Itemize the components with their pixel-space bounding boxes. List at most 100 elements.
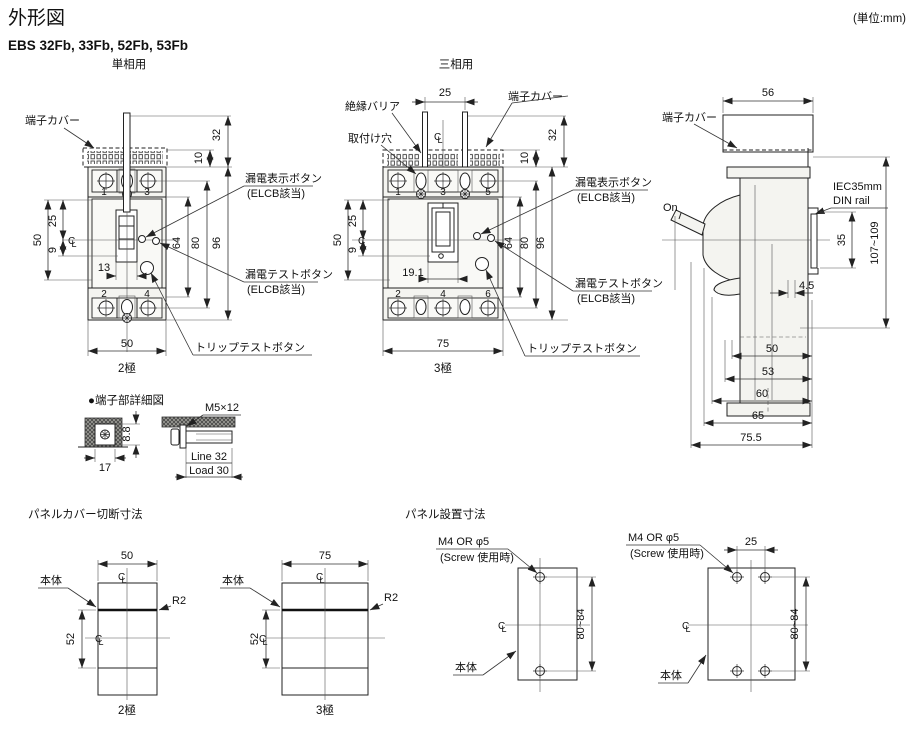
svg-text:L: L (686, 624, 691, 634)
side-view: 56 端子カバー On IEC35mm DIN rail 35 (662, 87, 890, 449)
terminal-number: 6 (485, 289, 491, 300)
model-list: EBS 32Fb, 33Fb, 52Fb, 53Fb (8, 38, 188, 53)
leak-test-label: 漏電テストボタン (245, 268, 333, 281)
pole-count-label: 2極 (118, 361, 136, 375)
body-label: 本体 (660, 668, 682, 682)
terminal-number: 3 (440, 187, 446, 198)
dim-cut-width: 50 (121, 550, 133, 562)
terminal-cover-label: 端子カバー (25, 114, 80, 127)
terminal-number: 2 (395, 289, 401, 300)
svg-text:C: C (434, 132, 441, 143)
leak-indicator-label: 漏電表示ボタン (245, 171, 322, 185)
header: 外形図 EBS 32Fb, 33Fb, 52Fb, 53Fb (単位:mm) 単… (8, 7, 906, 71)
terminal-cover-label: 端子カバー (662, 111, 717, 124)
insulation-barrier (422, 111, 428, 171)
panel-mounting-3p: CL 25 80~84 M4 OR φ5 (Screw 使用時) 本体 (626, 532, 810, 692)
screw-size-label: M5×12 (205, 402, 239, 414)
panel-mounting-2p: CL 80~84 M4 OR φ5 (Screw 使用時) 本体 (436, 536, 596, 692)
dim-cut-width: 75 (319, 550, 331, 562)
dim-handle-32: 32 (211, 129, 223, 141)
toggle-boss (702, 194, 741, 284)
body-label: 本体 (222, 573, 244, 587)
terminal-number: 3 (144, 187, 150, 198)
centerline-symbol: CL (682, 621, 691, 634)
leak-indicator-note: (ELCB該当) (577, 190, 635, 204)
dim-cover-10: 10 (519, 152, 531, 164)
din-rail (810, 213, 818, 269)
leak-test-note: (ELCB該当) (247, 282, 305, 296)
leak-test-button-3p (487, 234, 495, 242)
panel-cutout-heading: パネルカバー切断寸法 (28, 507, 143, 521)
dim-height-64: 64 (503, 237, 515, 249)
leak-test-label: 漏電テストボタン (575, 277, 663, 290)
svg-text:C: C (498, 621, 505, 632)
screw-head (170, 428, 180, 446)
mounting-hole-label: 取付け穴 (348, 131, 392, 145)
svg-text:L: L (99, 637, 104, 647)
svg-text:L: L (502, 624, 507, 634)
leak-indicator-note: (ELCB該当) (247, 186, 305, 200)
dim-cover-10: 10 (193, 152, 205, 164)
svg-text:C: C (316, 572, 323, 583)
pole-count-label: 2極 (118, 703, 136, 717)
dim-height-80: 80 (190, 237, 202, 249)
terminal-number: 4 (440, 289, 446, 300)
unit-note: (単位:mm) (853, 11, 906, 25)
dim-side-25: 25 (347, 215, 359, 227)
dim-rail-depth-45: 4.5 (799, 280, 814, 292)
dim-hole-spacing: 80~84 (575, 609, 587, 640)
body-label: 本体 (455, 660, 477, 674)
dim-side-9: 9 (47, 247, 59, 253)
screw-spec-note: (Screw 使用時) (630, 547, 704, 560)
terminal-number: 4 (144, 289, 150, 300)
leak-indicator-button-2p (138, 235, 146, 243)
dim-depth-65: 65 (752, 410, 764, 422)
insulation-barrier (462, 111, 468, 171)
dim-barrier-32: 32 (547, 129, 559, 141)
dim-barrier-25: 25 (439, 87, 451, 99)
svg-text:C: C (118, 572, 125, 583)
dim-cover-56: 56 (762, 87, 774, 99)
terminal-detail-section: ●端子部詳細図 17 8.8 M5×12 Line 32 Load 30 (78, 393, 243, 481)
centerline-symbol: CL (118, 572, 127, 585)
din-rail-label-2: DIN rail (833, 195, 870, 207)
panel-section (161, 416, 236, 428)
dim-toggle-width: 13 (98, 262, 110, 274)
din-rail-label-1: IEC35mm (833, 181, 882, 193)
svg-text:L: L (362, 239, 367, 249)
dim-width-50: 50 (121, 338, 133, 350)
terminal-number: 2 (101, 289, 107, 300)
pole-count-label: 3極 (434, 361, 452, 375)
terminal-detail-heading: ●端子部詳細図 (88, 393, 164, 407)
single-phase-heading: 単相用 (112, 57, 147, 71)
centerline-symbol: CL (434, 132, 443, 145)
screw-spec-label: M4 OR φ5 (438, 536, 489, 548)
dim-load-30: Load 30 (189, 465, 229, 477)
on-label: On (663, 202, 678, 214)
centerline-symbol: CL (498, 621, 507, 634)
panel-cutout-section: パネルカバー切断寸法 CL CL 50 52 本体 R2 2極 (28, 507, 398, 717)
terminal-number: 1 (395, 187, 401, 198)
dim-total-107-109: 107~109 (869, 221, 881, 264)
svg-text:L: L (72, 239, 77, 249)
dim-rail-35: 35 (836, 234, 848, 246)
trip-test-button-2p (140, 261, 154, 275)
svg-text:C: C (682, 621, 689, 632)
centerline-symbol: CL (68, 236, 77, 249)
dim-side-50: 50 (32, 234, 44, 246)
trip-test-label: トリップテストボタン (195, 341, 305, 354)
centerline-symbol: CL (316, 572, 325, 585)
dim-depth-60: 60 (756, 388, 768, 400)
dim-terminal-17: 17 (99, 462, 111, 474)
dim-height-96: 96 (211, 237, 223, 249)
leak-indicator-label: 漏電表示ボタン (575, 175, 652, 189)
svg-text:L: L (438, 135, 443, 145)
page-title: 外形図 (8, 7, 65, 29)
centerline-symbol: CL (95, 634, 104, 647)
insulation-barrier-label: 絶縁バリア (345, 99, 400, 113)
terminal-cover-label: 端子カバー (508, 90, 563, 103)
panel-cutout-3p: CL CL 75 52 本体 R2 3極 (220, 550, 398, 717)
svg-text:C: C (95, 634, 102, 645)
dim-side-9: 9 (347, 247, 359, 253)
